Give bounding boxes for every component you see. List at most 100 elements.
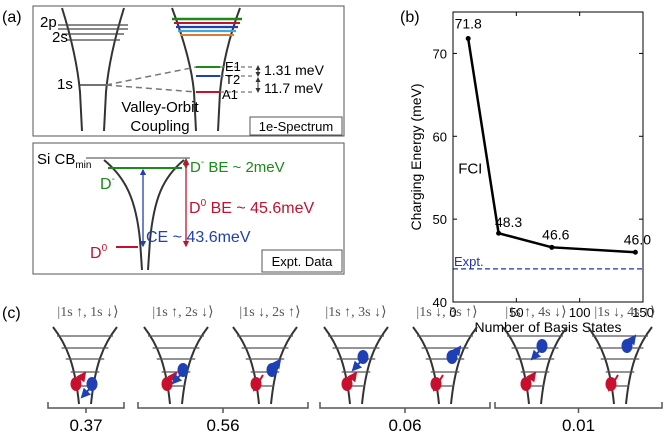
- spin-down-arrow: [351, 357, 365, 372]
- state-ket-label: |1s ↑, 4s ↓⟩: [505, 305, 566, 320]
- y-tick-label: 70: [433, 46, 447, 61]
- well-left-wall: [587, 326, 615, 405]
- weight-group-4: 0.01: [494, 402, 663, 434]
- well-right-wall: [270, 326, 298, 405]
- x-tick-label: 100: [569, 305, 591, 320]
- well-left-wall: [502, 326, 530, 405]
- y-tick-label: 60: [433, 129, 447, 144]
- well-right-wall: [90, 326, 118, 405]
- fci-curve-label: FCI: [458, 161, 482, 178]
- fci-series-line: [466, 38, 636, 254]
- group-bracket: [319, 402, 491, 413]
- state-ket-label: |1s ↑, 2s ↓⟩: [152, 305, 213, 320]
- right-well-levels: [172, 17, 242, 93]
- left-well-outline-right: [103, 7, 125, 132]
- configuration-4: |1s ↑, 3s ↓⟩: [323, 305, 389, 405]
- configuration-3: |1s ↓, 2s ↑⟩: [232, 305, 301, 405]
- valley-orbit-connectors: [105, 66, 252, 93]
- state-ket-label: |1s ↑, 1s ↓⟩: [57, 305, 118, 320]
- energy-1-label: 1.31 meV: [264, 62, 325, 78]
- energy-2-label: 11.7 meV: [264, 80, 324, 96]
- configuration-weight: 0.56: [206, 416, 239, 434]
- spin-up-arrow: [623, 334, 637, 352]
- spectrum-tag-label: 1e-Spectrum: [259, 119, 333, 134]
- spin-up-arrow: [268, 358, 282, 376]
- well-left-wall: [412, 326, 440, 405]
- state-ket-label: |1s ↓, 2s ↑⟩: [239, 305, 300, 320]
- weight-group-3: 0.06: [319, 402, 491, 434]
- x-axis-label: Number of Basis States: [474, 319, 621, 335]
- well-right-wall: [361, 326, 389, 405]
- spin-down-arrow: [80, 384, 94, 399]
- well-left-wall: [323, 326, 351, 405]
- state-ket-label: |1s ↑, 3s ↓⟩: [325, 305, 386, 320]
- left-well-levels: [58, 24, 128, 86]
- weight-group-1: 0.37: [47, 402, 125, 434]
- coupling-label: Coupling: [130, 118, 189, 135]
- expt-reference-label: Expt.: [454, 254, 484, 269]
- valley-orbit-label: Valley-Orbit: [121, 99, 199, 116]
- dminus-label: D-: [100, 174, 115, 193]
- electron-blue: [86, 377, 98, 391]
- group-bracket: [137, 402, 309, 413]
- well-left-wall: [143, 326, 171, 405]
- ce-label: CE ~ 43.6meV: [146, 229, 251, 246]
- spin-up-arrow: [448, 345, 462, 363]
- label-1s: 1s: [57, 76, 73, 93]
- configuration-diagrams: |1s ↑, 1s ↓⟩ |1s ↑, 2s ↓⟩ |1s ↓, 2s ↑⟩ |1s …: [47, 305, 663, 434]
- panel-label-b: (b): [400, 9, 420, 26]
- expt-well-outline-right: [147, 159, 185, 271]
- expt-tag: [261, 249, 343, 273]
- spin-down-arrow: [530, 346, 544, 361]
- configuration-5: |1s ↓, 3s ↑⟩: [412, 305, 478, 405]
- label-2s: 2s: [52, 29, 68, 46]
- y-axis-label: Charging Energy (meV): [408, 83, 424, 230]
- configuration-weight: 0.37: [69, 416, 102, 434]
- d0-be-label: D0 BE ~ 45.6meV: [189, 198, 315, 217]
- well-right-wall: [540, 326, 568, 405]
- panel-label-c: (c): [2, 305, 21, 322]
- label-E1: E1: [225, 59, 241, 74]
- expt-tag-label: Expt. Data: [272, 254, 333, 269]
- well-right-wall: [625, 326, 653, 405]
- y-tick-label: 50: [433, 212, 447, 227]
- data-value-label: 46.0: [624, 231, 651, 247]
- electron-blue: [357, 350, 369, 364]
- chart-plot-frame: [452, 11, 644, 303]
- spin-up-arrow: [344, 371, 358, 389]
- state-ket-label: |1s ↓, 4s ↑⟩: [594, 305, 655, 320]
- data-value-label: 48.3: [495, 214, 522, 230]
- well-right-wall: [181, 326, 209, 405]
- data-value-label: 46.6: [542, 226, 569, 242]
- configuration-1: |1s ↑, 1s ↓⟩: [52, 305, 119, 405]
- d0-label: D0: [90, 243, 108, 262]
- x-tick-label: 150: [632, 305, 654, 320]
- spin-down-arrow: [607, 374, 619, 392]
- fci-data-point: [496, 230, 502, 236]
- well-right-wall: [450, 326, 478, 405]
- group-bracket: [494, 402, 663, 413]
- panel-label-a: (a): [2, 9, 22, 26]
- label-T2: T2: [225, 72, 240, 87]
- well-left-wall: [232, 326, 260, 405]
- label-2p: 2p: [40, 14, 57, 31]
- state-ket-label: |1s ↓, 3s ↑⟩: [416, 305, 477, 320]
- well-left-wall: [52, 326, 80, 405]
- spin-down-arrow: [171, 370, 185, 385]
- chart-marks: Expt. 71.8 48.3 46.6 46.0 FCI: [453, 16, 651, 270]
- dminus-be-label: D- BE ~ 2meV: [190, 157, 285, 176]
- x-tick-label: 50: [509, 305, 523, 320]
- fci-data-point: [632, 249, 638, 255]
- configuration-6: |1s ↑, 4s ↓⟩: [502, 305, 568, 405]
- spin-down-arrow: [432, 374, 444, 392]
- electron-blue: [177, 363, 189, 377]
- label-A1: A1: [222, 87, 238, 102]
- spin-up-arrow: [73, 371, 87, 389]
- spin-down-arrow: [252, 374, 264, 392]
- left-well-outline-left: [61, 7, 83, 132]
- configuration-7: |1s ↓, 4s ↑⟩: [587, 305, 656, 405]
- data-value-label: 71.8: [455, 16, 482, 32]
